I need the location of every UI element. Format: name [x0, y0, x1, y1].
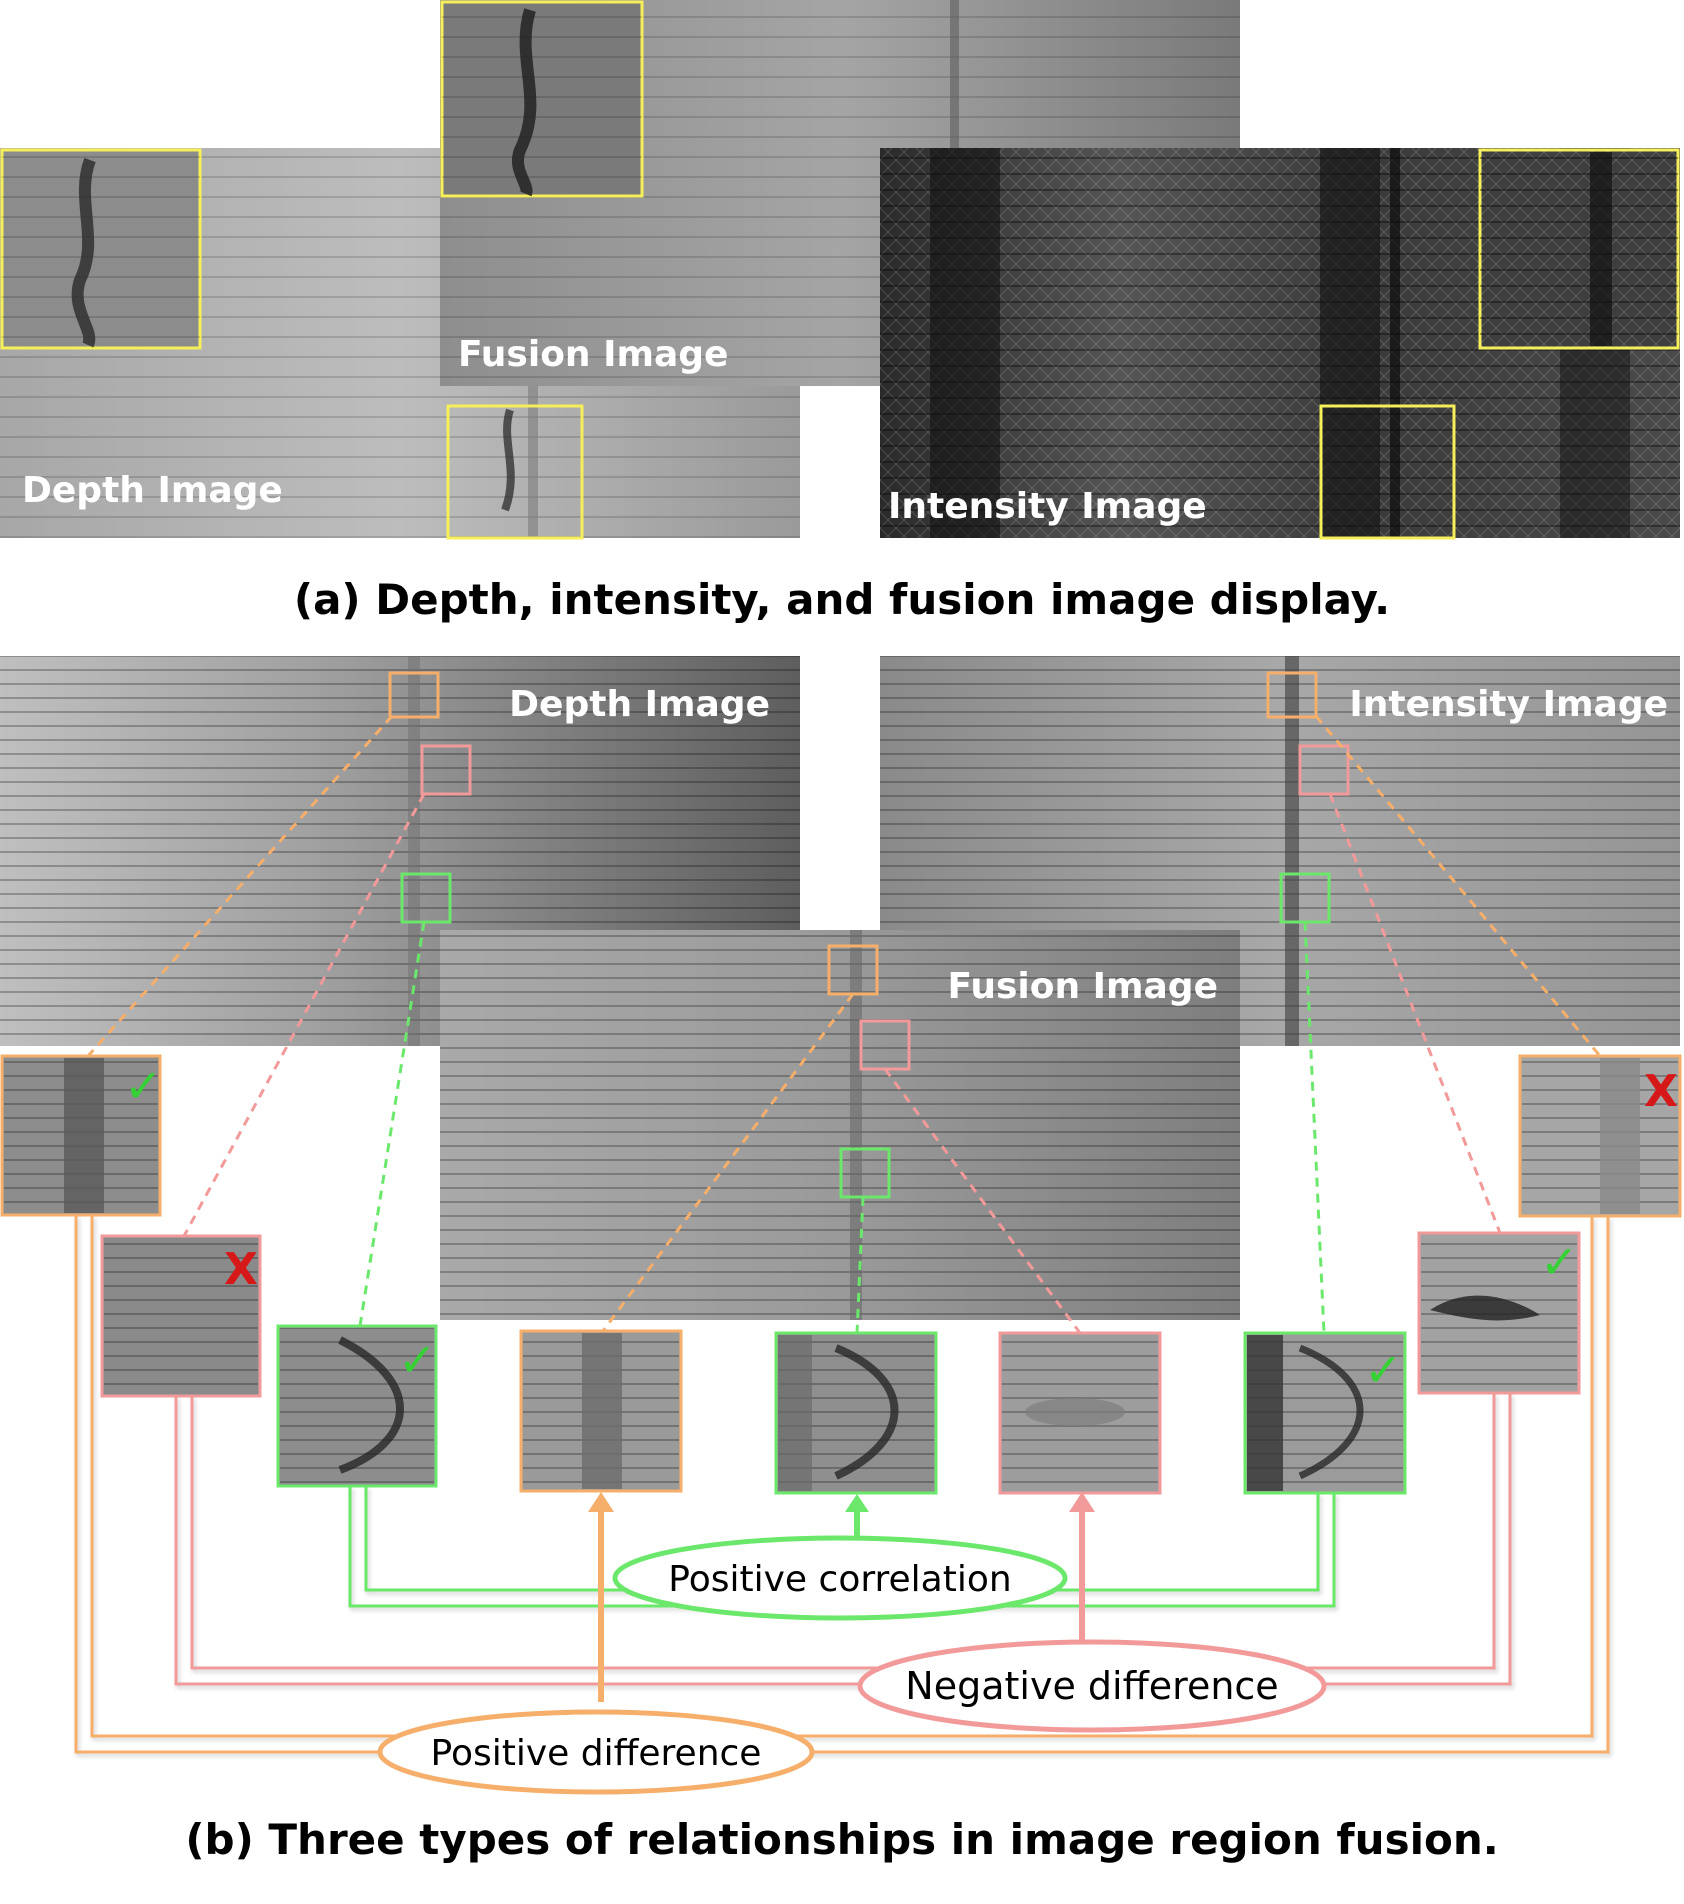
- panel-b: Depth Image Intensity Image Fusion Image: [0, 656, 1680, 1864]
- crop-fusion-green: [776, 1333, 936, 1493]
- check-mark: ✓: [398, 1333, 437, 1387]
- depth-a-label: Depth Image: [22, 470, 283, 511]
- svg-text:Negative difference: Negative difference: [905, 1664, 1278, 1708]
- label-positive-correlation: Positive correlation: [615, 1538, 1065, 1618]
- svg-text:Positive difference: Positive difference: [431, 1733, 762, 1774]
- intensity-image-a: Intensity Image: [880, 148, 1680, 538]
- panel-a-caption: (a) Depth, intensity, and fusion image d…: [294, 575, 1390, 624]
- crop-intensity-green: ✓: [1245, 1333, 1405, 1493]
- crop-fusion-orange: [521, 1331, 681, 1491]
- crop-fusion-pink: [1000, 1333, 1160, 1493]
- fusion-image-b: Fusion Image: [440, 930, 1240, 1320]
- depth-b-label: Depth Image: [509, 684, 770, 725]
- intensity-a-label: Intensity Image: [888, 486, 1207, 527]
- check-mark: ✓: [124, 1059, 163, 1113]
- label-positive-difference: Positive difference: [380, 1712, 812, 1792]
- label-negative-difference: Negative difference: [860, 1642, 1324, 1730]
- cross-mark: X: [224, 1244, 258, 1295]
- crop-depth-orange: ✓: [2, 1056, 163, 1215]
- crop-intensity-pink: ✓: [1419, 1233, 1579, 1393]
- crop-depth-pink: X: [102, 1236, 260, 1396]
- intensity-b-label: Intensity Image: [1349, 684, 1668, 725]
- check-mark: ✓: [1364, 1343, 1403, 1397]
- cross-mark: X: [1644, 1066, 1678, 1117]
- check-mark: ✓: [1540, 1235, 1579, 1289]
- fusion-a-label: Fusion Image: [458, 334, 728, 375]
- svg-text:Positive correlation: Positive correlation: [668, 1559, 1011, 1600]
- crop-depth-green: ✓: [278, 1326, 437, 1486]
- panel-b-caption: (b) Three types of relationships in imag…: [185, 1815, 1498, 1864]
- panel-a: Depth Image Fusion Image Inten: [0, 0, 1680, 624]
- fusion-b-label: Fusion Image: [948, 966, 1218, 1007]
- crop-intensity-orange: X: [1520, 1056, 1680, 1216]
